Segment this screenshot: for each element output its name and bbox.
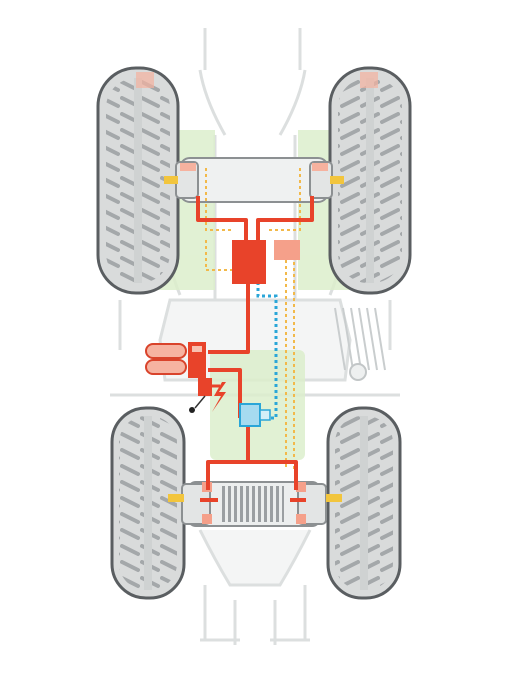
front-axle — [164, 157, 344, 203]
front-right-hub — [330, 176, 344, 184]
rear-left-tire — [110, 406, 186, 600]
pressure-switch — [189, 378, 220, 413]
front-right-marker — [360, 72, 378, 88]
rear-right-hub — [326, 494, 342, 502]
front-right-tire — [328, 66, 412, 295]
front-left-marker — [136, 72, 154, 88]
front-left-hub — [164, 176, 178, 184]
blue-valve — [239, 403, 271, 427]
rear-right-tire — [326, 406, 402, 600]
auxiliary-module — [274, 240, 300, 260]
rear-left-hub — [168, 494, 184, 502]
dotted-yellow-lines — [205, 168, 301, 470]
pilot-line — [256, 282, 278, 420]
front-left-tire — [96, 66, 180, 295]
lightning-icon — [212, 382, 226, 412]
hydraulic-lines — [196, 196, 314, 502]
side-grille — [334, 307, 386, 381]
control-unit — [232, 240, 266, 284]
rear-axle — [168, 481, 342, 527]
accumulator — [145, 342, 206, 378]
